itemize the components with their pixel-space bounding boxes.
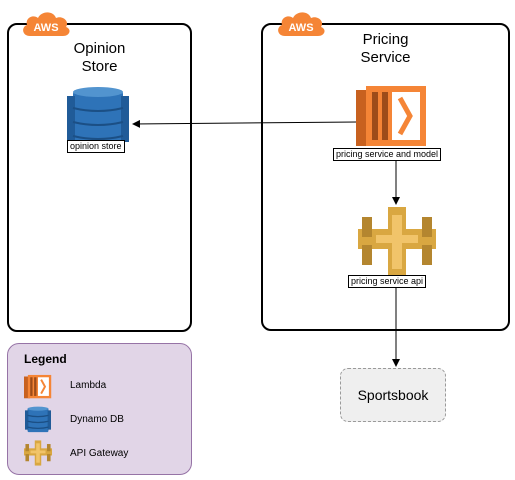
pricing-api-label: pricing service api: [348, 275, 427, 288]
legend-label-dynamodb: Dynamo DB: [70, 414, 124, 425]
edge-model-to-opinion-store: [132, 119, 358, 128]
opinion-store-group: [7, 23, 192, 332]
api-gateway-icon: [24, 439, 52, 467]
aws-cloud-badge-opinion: AWS: [20, 8, 72, 38]
legend-label-lambda: Lambda: [70, 380, 107, 391]
pricing-model-label: pricing service and model: [333, 148, 442, 161]
dynamodb-icon: [67, 86, 129, 152]
opinion-store-label: opinion store: [67, 140, 125, 153]
sportsbook-label: Sportsbook: [357, 387, 429, 403]
opinion-store-title: Opinion Store: [73, 40, 126, 75]
dynamodb-icon: [25, 406, 51, 434]
aws-badge-text: AWS: [33, 22, 58, 34]
pricing-service-title: Pricing Service: [360, 31, 411, 66]
legend: Legend Lambda Dynamo DB: [7, 343, 192, 475]
api-gateway-icon: [358, 207, 436, 277]
legend-label-api-gateway: API Gateway: [70, 448, 129, 459]
sportsbook-node: Sportsbook: [340, 368, 446, 422]
aws-badge-text: AWS: [288, 22, 313, 34]
lambda-icon: [24, 374, 52, 400]
aws-cloud-badge-pricing: AWS: [275, 8, 327, 38]
lambda-icon: [356, 84, 428, 150]
legend-title: Legend: [24, 352, 67, 366]
